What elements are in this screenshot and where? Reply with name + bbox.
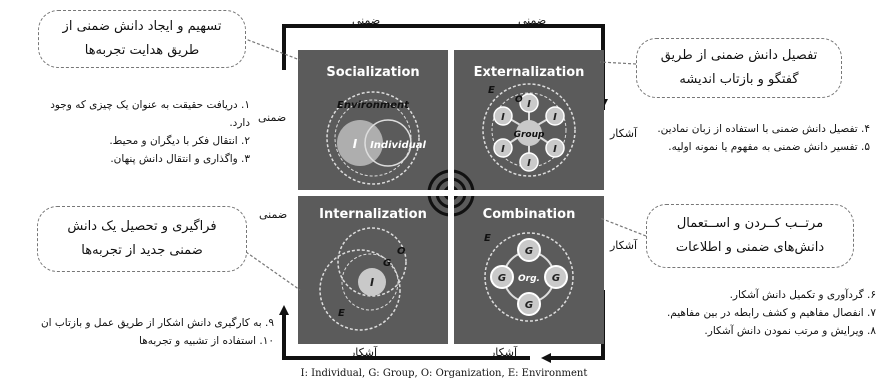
edge-label-bottom-right: آشکار [490,346,518,359]
callout-externalization-line1: تفصیل دانش ضمنی از طریق [660,48,818,63]
callout-combination: مرتــب کــردن و اســتعمال دانش‌های ضمنی … [646,204,854,268]
internalization-graphic: O G I E [319,227,407,331]
list-combination-item: ۷. انفصال مفاهیم و کشف رابطه در بین مفاه… [666,307,876,319]
ext-i-node-6: I [527,158,531,169]
list-socialization-item: ۲. انتقال فکر با دیگران و محیط. [109,135,250,147]
edge-label-bottom-left: آشکار [350,346,378,359]
list-combination: ۶. گردآوری و تکمیل دانش آشکار. ۷. انفصال… [656,286,876,340]
ext-i-node-4: I [501,144,505,155]
list-externalization-item: ۵. تفسیر دانش ضمنی به مفهوم یا نمونه اول… [668,141,870,153]
combination-title: Combination [483,207,576,222]
callout-externalization: تفصیل دانش ضمنی از طریق گفتگو و بازتاب ا… [636,38,842,98]
comb-g-node-right: G [552,273,560,284]
group-label: Group [514,130,545,140]
edge-label-right-upper: آشکار [610,127,638,140]
callout-leaders [242,37,647,291]
callout-internalization: فراگیری و تحصیل یک دانش ضمنی جدید از تجر… [37,206,247,272]
ext-i-node-3: I [553,112,557,123]
internalization-title: Internalization [319,207,427,222]
callout-internalization-line1: فراگیری و تحصیل یک دانش [67,219,217,234]
ext-i-node-1: I [527,99,531,110]
edge-label-top-right: ضمنی [518,14,547,27]
int-g-label: G [383,258,391,269]
callout-socialization-line1: تسهیم و ایجاد دانش ضمنی از [62,19,222,34]
list-socialization: ۱. دریافت حقیقت به عنوان یک چیزی که وجود… [18,96,250,168]
socialization-graphic: Environment I Individual [326,91,426,185]
list-combination-item: ۶. گردآوری و تکمیل دانش آشکار. [729,289,876,301]
callout-combination-line2: دانش‌های ضمنی و اطلاعات [675,240,825,255]
callout-socialization: تسهیم و ایجاد دانش ضمنی از طریق هدایت تج… [38,10,246,68]
int-e-label: E [338,308,345,319]
ext-o-label: O [515,95,523,105]
callout-socialization-line2: طریق هدایت تجربه‌ها [84,43,200,58]
legend-caption: I: Individual, G: Group, O: Organization… [300,368,588,379]
list-internalization-item: ۱۰. استفاده از تشبیه و تجربه‌ها [139,335,274,347]
quadrant-combination [454,196,604,344]
list-externalization-item: ۴. تفصیل دانش ضمنی با استفاده از زبان نم… [657,123,870,135]
int-i-label: I [370,276,374,289]
environment-label: Environment [337,100,410,111]
externalization-graphic: E O I I I I I I Group [482,83,576,177]
socialization-title: Socialization [326,65,419,80]
int-o-label: O [397,246,406,257]
list-combination-item: ۸. ویرایش و مرتب نمودن دانش آشکار. [704,325,876,337]
comb-g-node-left: G [498,273,506,284]
edge-label-left-lower: ضمنی [259,208,288,221]
combination-graphic: E G G G G Org. [484,232,574,322]
callout-combination-line1: مرتــب کــردن و اســتعمال [676,216,824,231]
list-socialization-item: ۱. دریافت حقیقت به عنوان یک چیزی که وجود [50,99,250,111]
ext-i-node-2: I [501,112,505,123]
ext-e-label: E [488,85,495,96]
list-socialization-item: ۳. واگذاری و انتقال دانش پنهان. [110,153,250,165]
list-internalization-item: ۹. به کارگیری دانش اشکار از طریق عمل و ب… [40,317,274,329]
comb-e-label: E [484,233,491,244]
arrow-bottom-left [279,305,530,360]
callout-externalization-line2: گفتگو و بازتاب اندیشه [679,72,799,87]
edge-label-top-left: ضمنی [352,14,381,27]
ext-i-node-5: I [553,144,557,155]
comb-g-node-bottom: G [525,300,533,311]
list-internalization: ۹. به کارگیری دانش اشکار از طریق عمل و ب… [6,314,274,350]
individual-i-label: I [353,137,358,151]
org-label: Org. [518,274,540,284]
comb-g-node-top: G [525,246,533,257]
quadrant-socialization [298,50,448,190]
list-externalization: ۴. تفصیل دانش ضمنی با استفاده از زبان نم… [648,120,870,156]
list-socialization-item: دارد. [229,117,250,129]
edge-label-right-lower: آشکار [610,239,638,252]
edge-label-left-upper: ضمنی [258,111,287,124]
center-spiral-icon [426,168,476,218]
externalization-title: Externalization [474,65,585,80]
callout-internalization-line2: ضمنی جدید از تجربه‌ها [81,243,203,258]
individual-label: Individual [370,140,426,151]
